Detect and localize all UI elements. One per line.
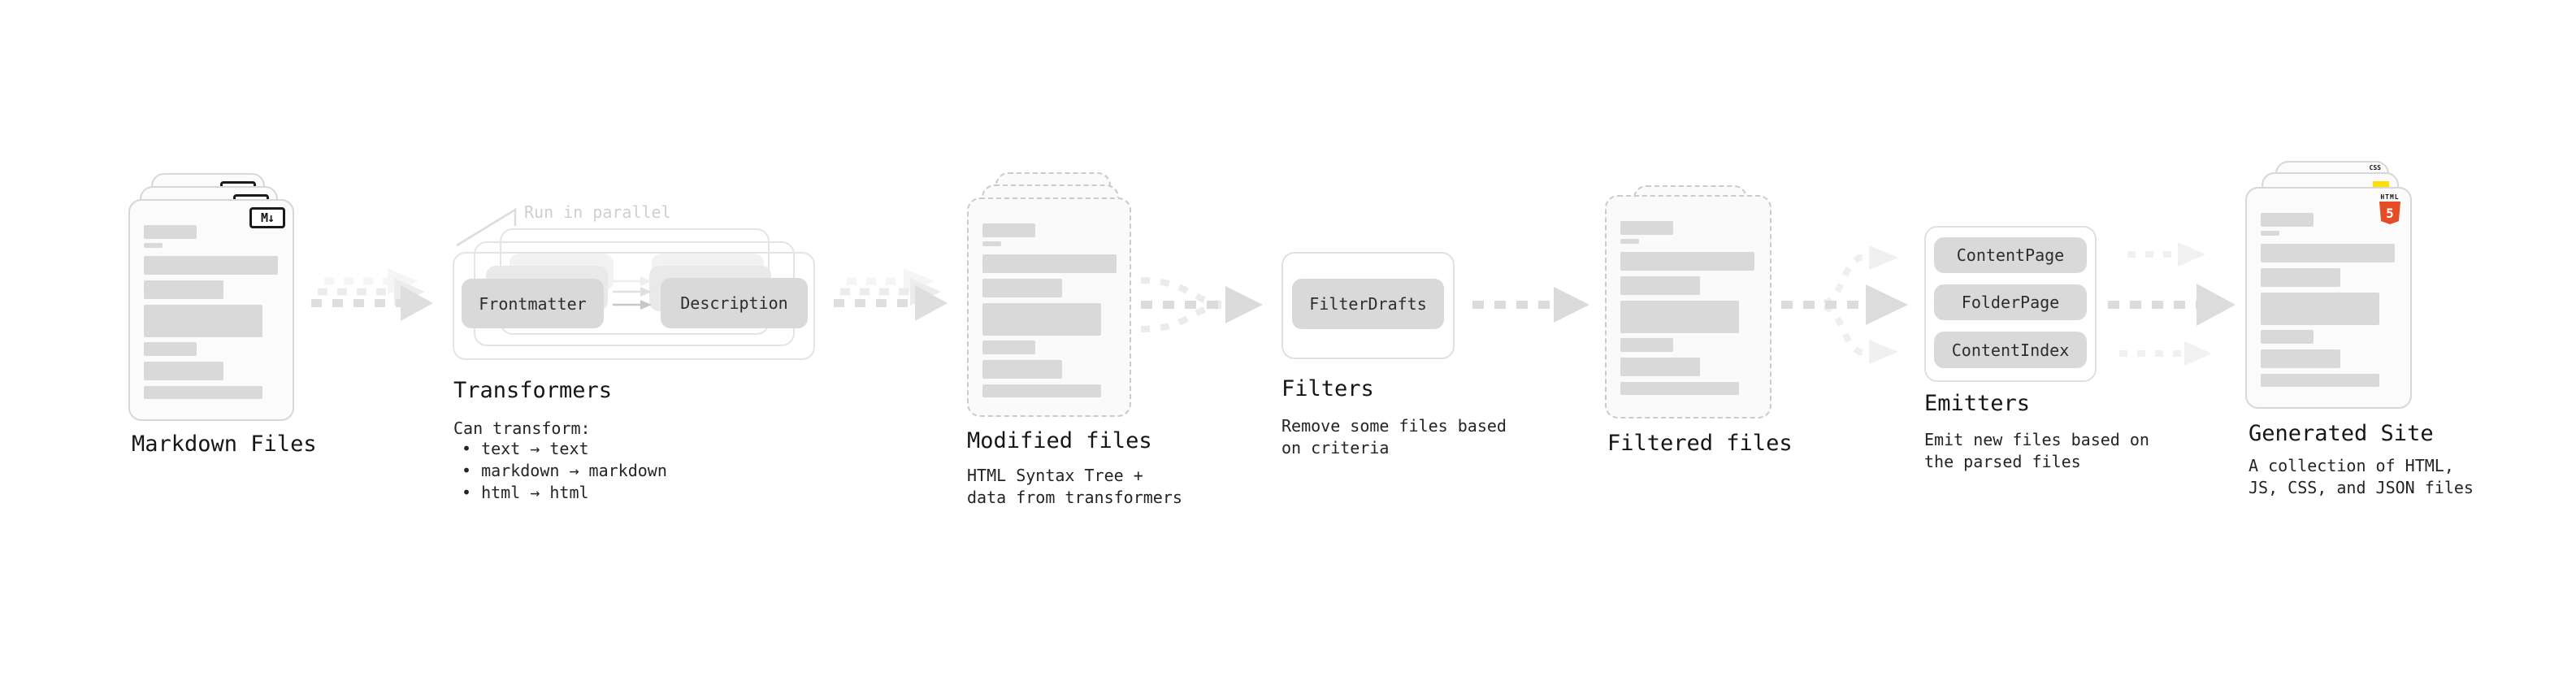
text-placeholder-bar (1620, 239, 1639, 244)
text-placeholder-bar (2261, 213, 2314, 227)
text-placeholder-bar (144, 280, 223, 299)
filters-desc: on criteria (1281, 438, 1390, 458)
emitters-desc: Emit new files based on (1924, 430, 2149, 449)
emitters-label: Emitters (1924, 391, 2031, 416)
contentindex-pill: ContentIndex (1934, 332, 2087, 368)
text-placeholder-bar (1620, 301, 1739, 333)
text-placeholder-bar (144, 256, 278, 275)
text-placeholder-bar (144, 225, 197, 239)
html5-icon-label: HTML (2380, 193, 2400, 201)
flow-arrow-5-fanout (1781, 245, 1908, 364)
filterdrafts-pill: FilterDrafts (1292, 279, 1444, 329)
transformers-bullet: • text → text (462, 439, 589, 458)
text-placeholder-bar (1620, 382, 1739, 395)
filters-desc: Remove some files based (1281, 416, 1507, 436)
generated-site-desc: A collection of HTML, (2249, 456, 2454, 475)
modified-files-desc: HTML Syntax Tree + (967, 466, 1143, 485)
text-placeholder-bar (2261, 330, 2314, 344)
flow-arrow-6-parallel (2108, 242, 2236, 366)
transformers-label: Transformers (453, 378, 613, 403)
filtered-file-front (1605, 195, 1772, 419)
text-placeholder-bar (144, 386, 262, 399)
transformers-bullet: • html → html (462, 483, 589, 502)
flow-arrow-1 (311, 268, 433, 321)
text-placeholder-bar (1620, 358, 1700, 376)
modified-files-label: Modified files (967, 428, 1152, 453)
description-pill: Description (661, 278, 808, 328)
transformers-bullet: • markdown → markdown (462, 461, 667, 480)
text-placeholder-bar (144, 362, 223, 380)
flow-arrow-2 (834, 268, 948, 321)
text-placeholder-bar (982, 241, 1001, 246)
text-placeholder-bar (982, 303, 1101, 336)
text-placeholder-bar (2261, 231, 2279, 236)
text-placeholder-bar (982, 223, 1035, 237)
html5-icon-shield: 5 (2379, 202, 2400, 224)
emitters-desc: the parsed files (1924, 452, 2081, 471)
text-placeholder-bar (2261, 374, 2379, 387)
text-placeholder-bar (1620, 276, 1700, 295)
text-placeholder-bar (982, 254, 1117, 273)
modified-files-desc: data from transformers (967, 488, 1182, 507)
text-placeholder-bar (1620, 221, 1673, 235)
run-in-parallel-annotation: Run in parallel (524, 202, 671, 222)
text-placeholder-bar (2261, 349, 2340, 368)
text-placeholder-bar (2261, 293, 2379, 325)
text-placeholder-bar (982, 340, 1035, 354)
text-placeholder-bar (982, 279, 1062, 297)
generated-file-front: HTML 5 (2245, 187, 2412, 409)
markdown-icon: M↓ (249, 207, 285, 228)
text-placeholder-bar (144, 243, 163, 248)
text-placeholder-bar (1620, 252, 1754, 271)
modified-file-front (967, 197, 1131, 417)
pill-to-pill-arrows (613, 276, 652, 310)
text-placeholder-bar (144, 342, 197, 356)
flow-arrow-4 (1472, 287, 1589, 323)
text-placeholder-bar (982, 360, 1062, 379)
transformers-box-front (453, 252, 815, 360)
html5-icon-number: 5 (2386, 205, 2394, 221)
html5-icon: HTML 5 (2379, 193, 2400, 224)
generated-site-label: Generated Site (2249, 421, 2434, 446)
text-placeholder-bar (144, 305, 262, 337)
callout-line (456, 207, 517, 247)
markdown-file-front: M↓ (128, 199, 294, 421)
text-placeholder-bar (2261, 244, 2395, 262)
transformers-desc-title: Can transform: (453, 419, 591, 438)
text-placeholder-bar (2261, 268, 2340, 287)
filtered-files-label: Filtered files (1607, 431, 1793, 456)
frontmatter-pill: Frontmatter (462, 279, 604, 328)
text-placeholder-bar (1620, 338, 1673, 352)
text-placeholder-bar (982, 384, 1101, 397)
markdown-files-label: Markdown Files (132, 432, 317, 457)
folderpage-pill: FolderPage (1934, 284, 2087, 320)
generated-site-desc: JS, CSS, and JSON files (2249, 478, 2474, 497)
filters-label: Filters (1281, 376, 1374, 401)
flow-arrow-3-merge (1140, 277, 1263, 332)
contentpage-pill: ContentPage (1934, 237, 2087, 273)
